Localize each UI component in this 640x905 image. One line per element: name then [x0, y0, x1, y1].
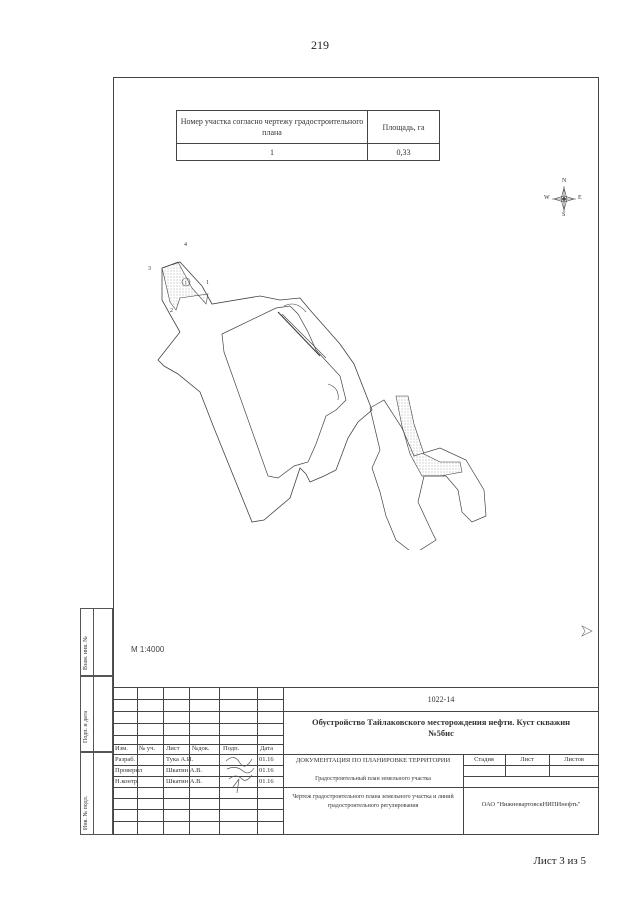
- table-row: 1 0,33: [176, 143, 440, 161]
- header-date: Дата: [260, 745, 273, 752]
- compass-rose: N S W E: [544, 178, 584, 222]
- scale-label: М 1:4000: [131, 645, 165, 654]
- area-table: Номер участка согласно чертежу градостро…: [176, 110, 440, 161]
- side-label-replacement: Взам. инв. №: [83, 636, 89, 670]
- drawing-description: Чертеж градостроительного плана земельно…: [292, 794, 454, 809]
- vertex-label-2: 2: [170, 308, 173, 314]
- name-normcontrol: Шкатин А.В.: [166, 778, 203, 785]
- compass-e: E: [578, 195, 582, 201]
- date-checker: 01.16: [259, 767, 274, 774]
- side-label-signature: Подп. и дата: [83, 710, 89, 743]
- role-normcontrol: Н.контр.: [115, 778, 139, 785]
- header-sheets-total: Листов: [564, 756, 584, 763]
- project-title: Обустройство Тайлаковского месторождения…: [311, 717, 570, 738]
- role-developer: Разраб.: [115, 756, 136, 763]
- area-table-header: Номер участка согласно чертежу градостро…: [176, 110, 440, 144]
- compass-icon: [552, 186, 576, 212]
- company-name: ОАО "НижневартовскНИПИнефть": [481, 801, 581, 808]
- plot-marker-icon: [181, 277, 191, 287]
- cell-area: 0,33: [367, 143, 440, 161]
- compass-w: W: [544, 195, 550, 201]
- header-sheet-num: Лист: [520, 756, 534, 763]
- doc-title: ДОКУМЕНТАЦИЯ ПО ПЛАНИРОВКЕ ТЕРРИТОРИИ: [295, 757, 451, 764]
- doc-subtitle: Градостроительный план земельного участк…: [315, 776, 431, 782]
- title-block: 1022-14 Обустройство Тайлаковского место…: [113, 687, 599, 835]
- header-plot-number: Номер участка согласно чертежу градостро…: [176, 110, 368, 144]
- corridor-hatched: [395, 395, 463, 477]
- inner-area-outline: [221, 305, 347, 479]
- date-normcontrol: 01.16: [259, 778, 274, 785]
- cell-plot: 1: [176, 143, 368, 161]
- compass-s: S: [562, 212, 566, 218]
- role-checker: Проверил: [115, 767, 143, 774]
- header-docnum: №док.: [192, 745, 210, 752]
- vertex-label-3: 3: [148, 266, 151, 272]
- signature-image: [225, 757, 255, 794]
- north-arrow-icon: [581, 625, 593, 637]
- side-strip: Взам. инв. № Подп. и дата Инв. № подл.: [80, 608, 113, 835]
- header-sheet: Лист: [166, 745, 180, 752]
- plot-marker-label: 1: [185, 282, 188, 287]
- drawing-frame: [113, 77, 599, 835]
- name-checker: Шкатин А.В.: [166, 767, 203, 774]
- header-area: Площадь, га: [367, 110, 440, 144]
- vertex-label-1: 1: [206, 280, 209, 286]
- compass-n: N: [562, 178, 567, 184]
- header-count: № уч.: [139, 745, 155, 752]
- header-sign: Подп.: [223, 745, 240, 752]
- pad-outline: [157, 261, 373, 523]
- page-number: 219: [311, 38, 329, 52]
- header-change: Изм.: [115, 745, 128, 752]
- sheet-count: Лист 3 из 5: [533, 855, 586, 867]
- date-developer: 01.16: [259, 756, 274, 763]
- header-stage: Стадия: [474, 756, 494, 763]
- site-plan-drawing: 1 4 3 1 2: [148, 242, 487, 550]
- side-label-inventory: Инв. № подл.: [83, 795, 89, 830]
- road-arm-outline: [369, 399, 487, 550]
- name-developer: Тука А.И.: [166, 756, 194, 763]
- vertex-label-4: 4: [184, 242, 187, 248]
- project-code: 1022-14: [427, 695, 455, 704]
